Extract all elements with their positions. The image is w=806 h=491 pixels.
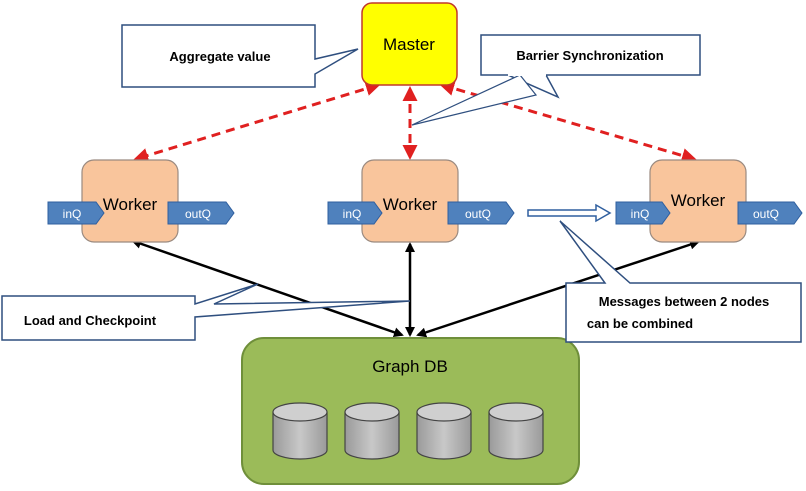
outq-label: outQ	[753, 207, 779, 221]
db-cylinder	[488, 402, 544, 460]
outq-label: outQ	[465, 207, 491, 221]
master-worker1-arrow	[133, 81, 381, 163]
outq-queue: outQ	[167, 201, 235, 225]
callout-messages-line1: Messages between 2 nodes	[599, 294, 770, 309]
callout-load-text: Load and Checkpoint	[24, 313, 157, 328]
master-node: Master	[361, 2, 458, 86]
worker-label: Worker	[383, 195, 438, 214]
worker-node: Worker inQ outQ	[47, 159, 235, 243]
outq-queue: outQ	[737, 201, 803, 225]
db-cylinder	[344, 402, 400, 460]
worker-node: Worker inQ outQ	[615, 159, 803, 243]
master-label: Master	[383, 35, 435, 54]
callout-barrier: Barrier Synchronization	[411, 34, 701, 126]
combine-arrow-icon	[527, 203, 612, 223]
db-cylinder	[272, 402, 328, 460]
graph-db-label: Graph DB	[372, 357, 448, 376]
callout-load: Load and Checkpoint	[1, 283, 411, 341]
callout-barrier-text: Barrier Synchronization	[516, 48, 663, 63]
inq-queue: inQ	[615, 201, 671, 225]
callout-aggregate-text: Aggregate value	[169, 49, 270, 64]
inq-label: inQ	[63, 207, 82, 221]
outq-label: outQ	[185, 207, 211, 221]
inq-label: inQ	[343, 207, 362, 221]
graph-db: Graph DB	[241, 337, 580, 485]
worker3-db-arrow	[416, 239, 700, 338]
callout-messages-line2: can be combined	[587, 316, 693, 331]
worker-label: Worker	[671, 191, 726, 210]
barrier-arrows	[133, 81, 697, 163]
callout-messages: Messages between 2 nodes can be combined	[559, 220, 802, 343]
inq-label: inQ	[631, 207, 650, 221]
inq-queue: inQ	[327, 201, 383, 225]
worker-node: Worker inQ outQ	[327, 159, 515, 243]
worker1-db-arrow	[131, 238, 404, 338]
load-arrows	[131, 238, 700, 338]
callout-aggregate: Aggregate value	[121, 24, 359, 88]
master-worker3-arrow	[439, 81, 697, 163]
inq-queue: inQ	[47, 201, 105, 225]
worker-label: Worker	[103, 195, 158, 214]
db-cylinder	[416, 402, 472, 460]
outq-queue: outQ	[447, 201, 515, 225]
